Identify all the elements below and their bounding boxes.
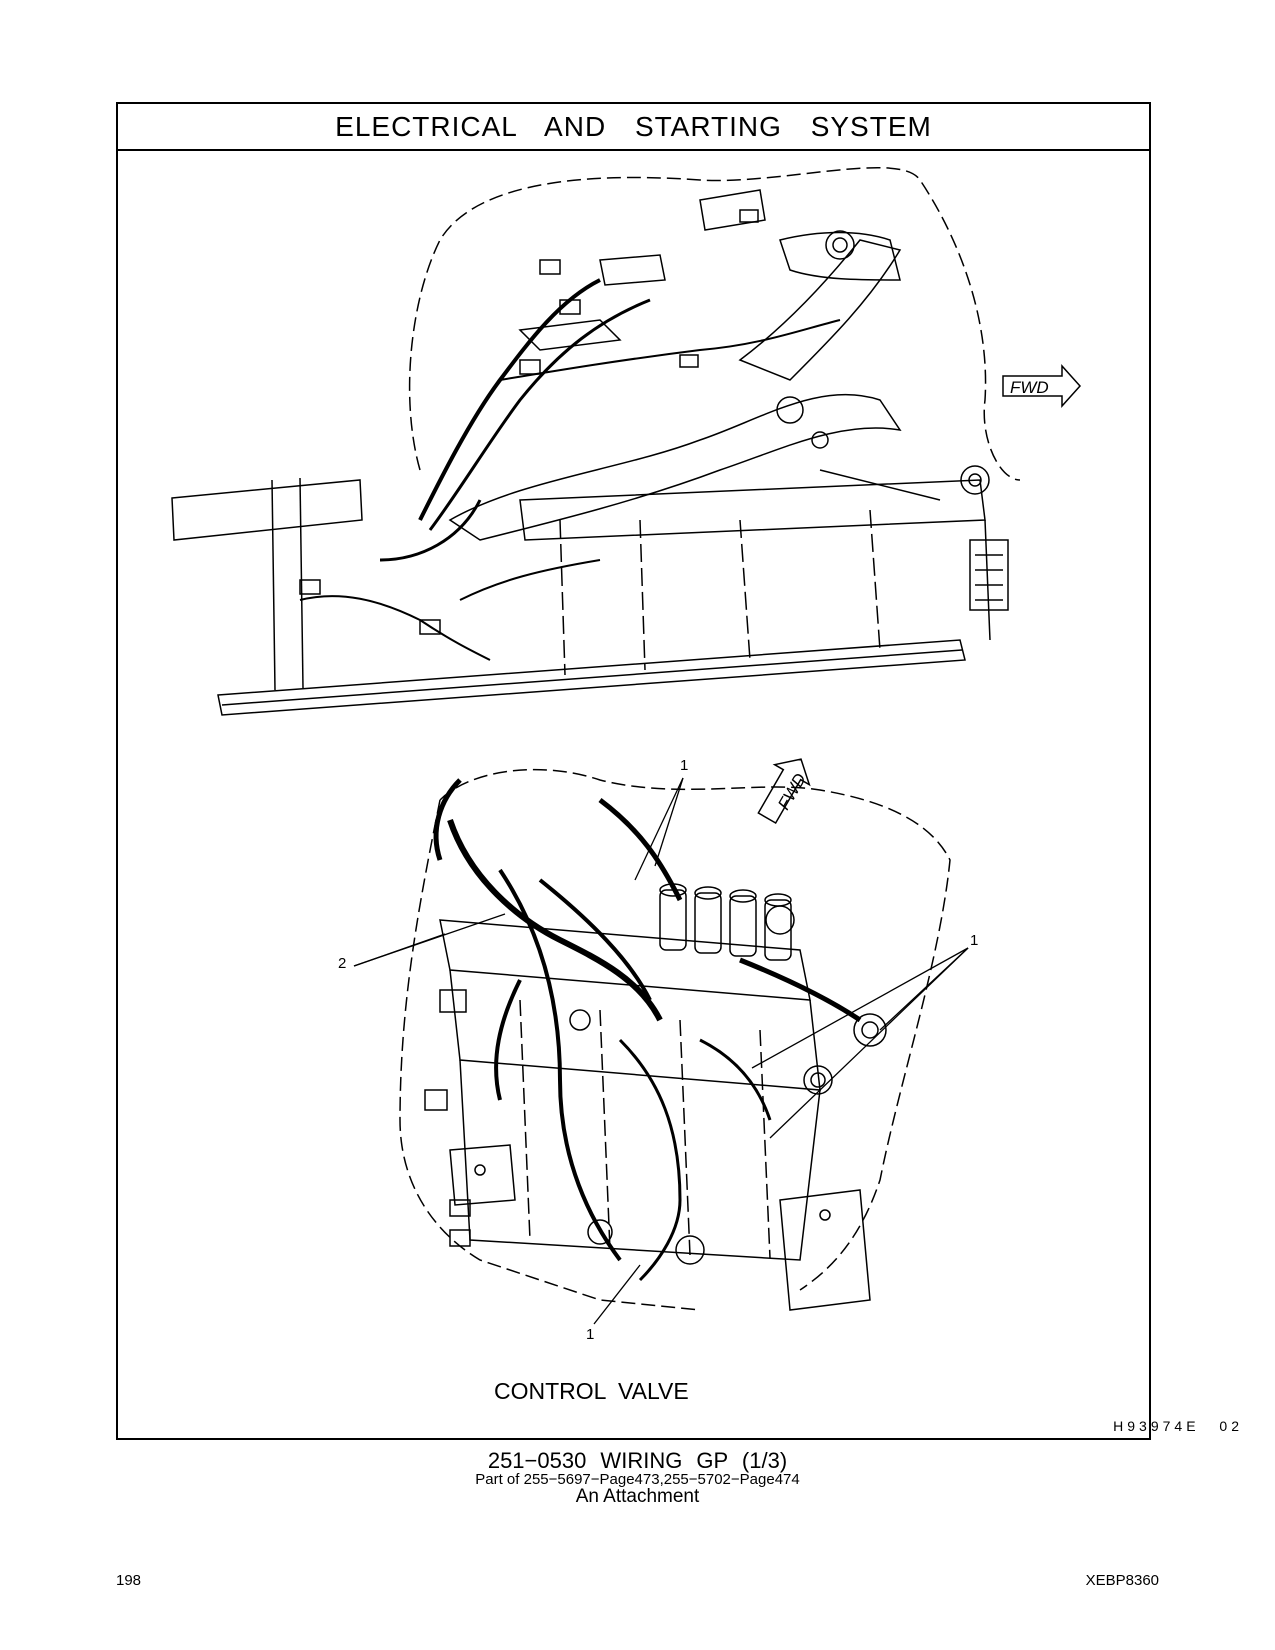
callout-1-right: 1 — [970, 932, 979, 949]
callout-1-top: 1 — [680, 757, 689, 774]
page-number: 198 — [116, 1572, 142, 1589]
fwd-arrow-top — [1002, 364, 1082, 408]
illustration-id: H93974E 02 — [1113, 1418, 1243, 1434]
top-illustration-frame-assembly — [171, 166, 1021, 716]
callout-1-bottom: 1 — [586, 1326, 595, 1343]
callout-2-left: 2 — [338, 955, 347, 972]
figure-frame: ELECTRICAL AND STARTING SYSTEM — [116, 102, 1151, 1440]
callout-leaders — [353, 777, 969, 1325]
part-of-reference: Part of 255−5697−Page473,255−5702−Page47… — [475, 1471, 800, 1488]
part-title: 251−0530 WIRING GP (1/3) — [487, 1448, 788, 1473]
illustration-caption: CONTROL VALVE — [494, 1378, 689, 1404]
fwd-arrow-bottom — [757, 758, 811, 825]
bottom-illustration-control-valve — [399, 768, 951, 1311]
document-code: XEBP8360 — [1085, 1572, 1159, 1589]
fwd-label-top: FWD — [1010, 378, 1049, 397]
section-title: ELECTRICAL AND STARTING SYSTEM — [335, 110, 932, 142]
section-title-bar: ELECTRICAL AND STARTING SYSTEM — [118, 104, 1149, 151]
attachment-note: An Attachment — [575, 1486, 700, 1507]
